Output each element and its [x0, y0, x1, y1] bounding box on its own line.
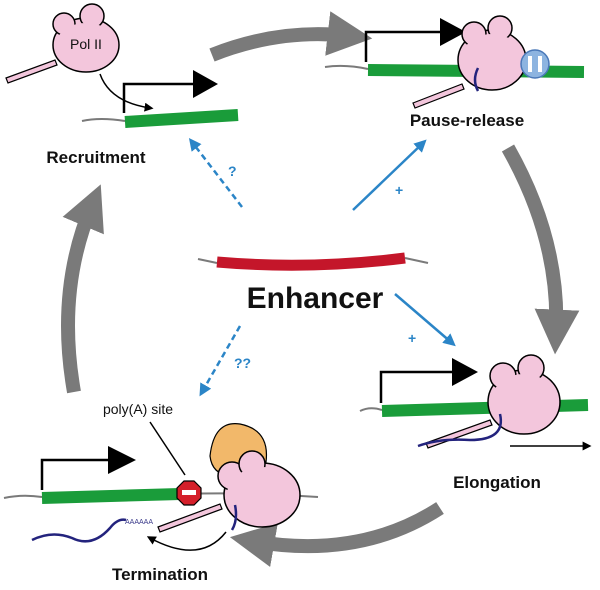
termination-pol2 [217, 450, 301, 528]
elongation-promoter-arrow [379, 370, 455, 403]
polya-site-label: poly(A) site [103, 401, 173, 417]
influence-arrow-termination [199, 325, 242, 397]
recruitment-label: Recruitment [46, 148, 146, 167]
pause-promoter-arrow [364, 30, 445, 62]
influence-label-termination: ?? [234, 355, 251, 371]
recruitment-binding-arrow [99, 73, 154, 112]
elongation-panel: Elongation [359, 354, 592, 492]
influence-label-recruitment: ? [228, 163, 237, 179]
elongation-label: Elongation [453, 473, 541, 492]
termination-pol2-tail [157, 503, 223, 533]
elongation-pol2 [487, 354, 561, 435]
influence-arrow-pause-release [352, 139, 427, 211]
polya-tail-label: AAAAAA [125, 519, 153, 526]
elongation-nascent-rna [417, 413, 503, 448]
rna-release-arrow [146, 531, 227, 551]
recruitment-panel: Pol II Recruitment [5, 3, 239, 167]
pause-pol2-tail [412, 83, 465, 109]
termination-gene [41, 488, 181, 504]
influence-arrow-elongation [394, 293, 456, 347]
influence-label-elongation: + [408, 330, 416, 346]
recruitment-dna [81, 118, 126, 122]
termination-promoter-arrowhead [108, 446, 136, 474]
pause-pol2 [457, 15, 527, 91]
influence-label-pause-release: + [395, 182, 403, 198]
termination-dna [3, 494, 43, 499]
cycle-arrow-recruitment-to-pause [209, 11, 373, 62]
elongation-dna [359, 407, 383, 412]
cycle-arrow-termination-to-recruitment [61, 184, 104, 394]
influence-arrow-recruitment [188, 138, 243, 208]
cycle-arrow-pause-to-elongation [501, 144, 580, 355]
enhancer-label: Enhancer [247, 282, 384, 315]
pause-icon [520, 49, 550, 79]
recruitment-pol2 [52, 3, 120, 73]
pause-nascent-rna [473, 67, 480, 92]
pause-release-panel: Pause-release [324, 15, 585, 130]
polya-site-pointer [149, 421, 186, 476]
stop-sign-icon [176, 480, 202, 506]
cycle-arrows [61, 11, 580, 567]
termination-label: Termination [112, 565, 208, 584]
recruitment-promoter-arrow [122, 82, 196, 113]
enhancer-dna-left [197, 258, 218, 264]
elongation-promoter-arrowhead [452, 358, 478, 386]
influence-arrows: ? + + ?? [188, 138, 456, 397]
enhancer-bar [216, 252, 406, 271]
pause-release-label: Pause-release [410, 111, 524, 130]
pause-dna [324, 64, 369, 70]
recruitment-pol2-tail [5, 59, 58, 84]
recruitment-promoter-arrowhead [193, 70, 218, 98]
pause-promoter-arrowhead [440, 18, 466, 46]
elongation-pol2-tail [425, 419, 493, 449]
recruitment-pol2-label: Pol II [70, 36, 102, 52]
enhancer-dna-right [404, 257, 429, 264]
termination-nascent-rna [230, 504, 238, 531]
enhancer-element: Enhancer [197, 252, 429, 315]
released-rna [31, 518, 127, 543]
cycle-arrow-elongation-to-termination [229, 502, 444, 567]
termination-panel: poly(A) site AAAAAA Termination [3, 401, 319, 584]
recruitment-gene [124, 109, 239, 128]
termination-promoter-arrow [40, 458, 112, 490]
